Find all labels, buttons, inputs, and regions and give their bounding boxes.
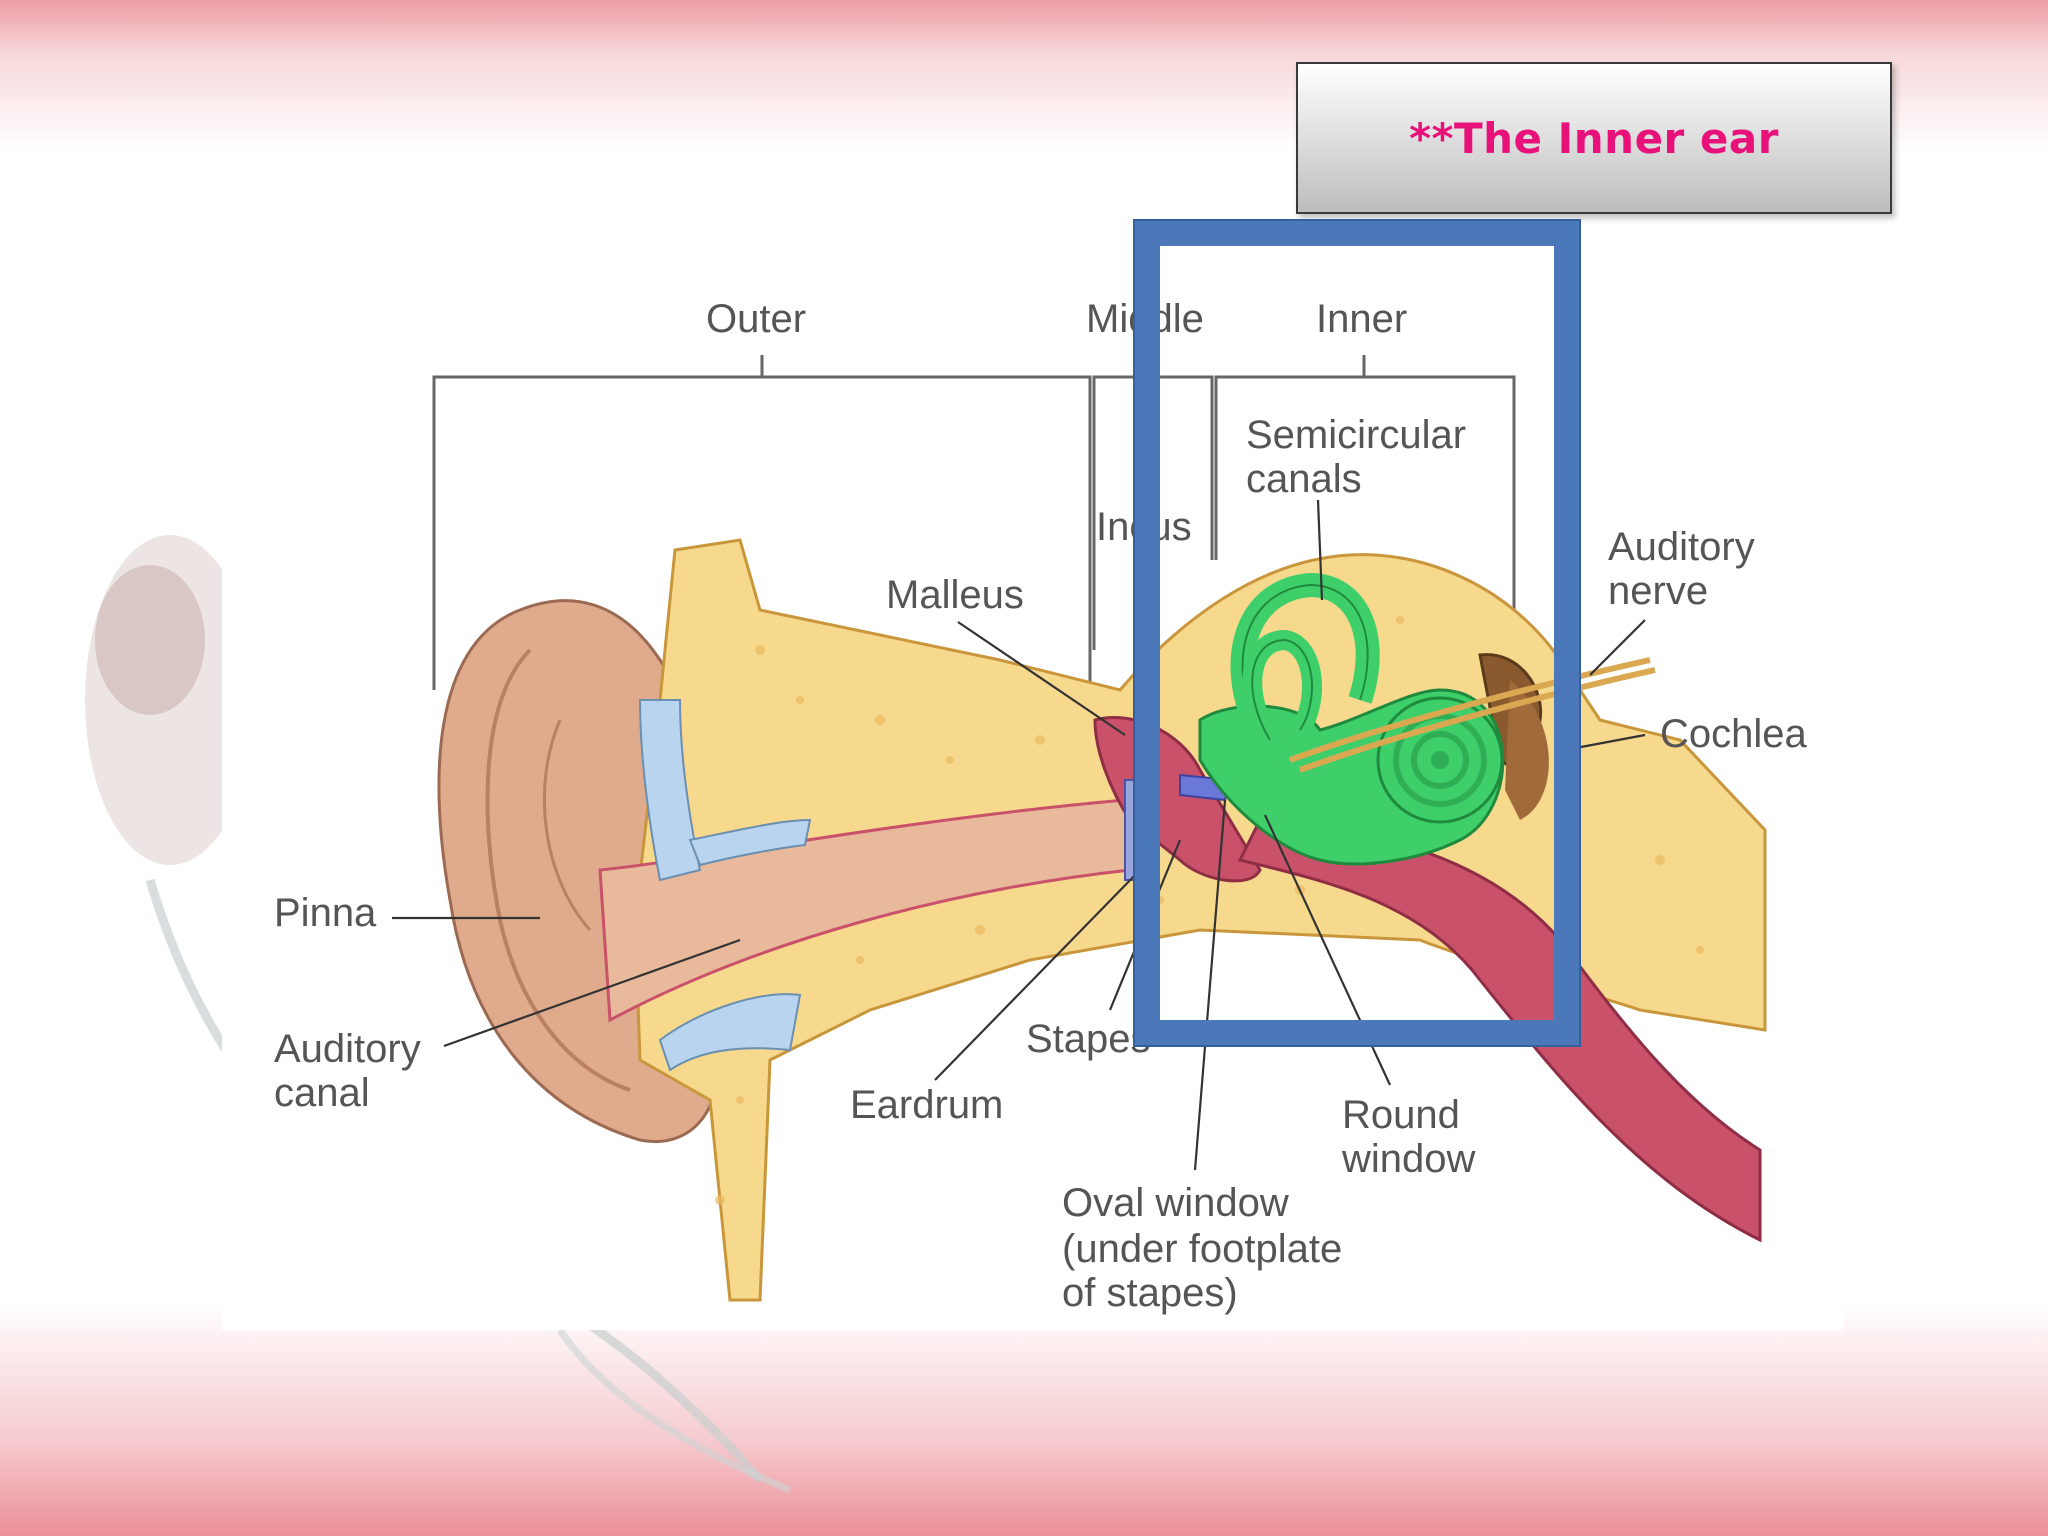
- label-auditory-canal-2: canal: [274, 1071, 370, 1115]
- eustachian-tube-shape: [1237, 818, 1762, 1243]
- title-box: **The Inner ear: [1296, 62, 1892, 214]
- label-malleus: Malleus: [886, 573, 1024, 617]
- label-round-window-1: Round: [1342, 1093, 1460, 1137]
- label-inner: Inner: [1316, 297, 1407, 341]
- inner-ear-highlight-frame: [1134, 220, 1580, 1046]
- label-round-window-2: window: [1341, 1137, 1476, 1181]
- auditory-canal-shape: [598, 699, 1132, 1072]
- inner-ear-highlight-frame-edge: [1133, 219, 1581, 1047]
- label-auditory-nerve-2: nerve: [1608, 569, 1708, 613]
- label-semicircular-1: Semicircular: [1246, 413, 1466, 457]
- label-auditory-nerve-1: Auditory: [1608, 525, 1755, 569]
- auditory-nerve-shape: [1288, 657, 1656, 773]
- label-auditory-canal-1: Auditory: [274, 1027, 421, 1071]
- inner-ear-shape: [1198, 572, 1549, 866]
- label-outer: Outer: [706, 297, 806, 341]
- label-oval-window-1: Oval window: [1062, 1181, 1289, 1225]
- label-oval-window-3: of stapes): [1062, 1271, 1238, 1315]
- label-cochlea: Cochlea: [1660, 712, 1808, 756]
- slide-title: **The Inner ear: [1409, 113, 1779, 163]
- label-oval-window-2: (under footplate: [1062, 1227, 1342, 1271]
- label-stapes: Stapes: [1026, 1017, 1151, 1061]
- label-semicircular-2: canals: [1246, 457, 1362, 501]
- label-pinna: Pinna: [274, 891, 377, 935]
- label-eardrum: Eardrum: [850, 1083, 1003, 1127]
